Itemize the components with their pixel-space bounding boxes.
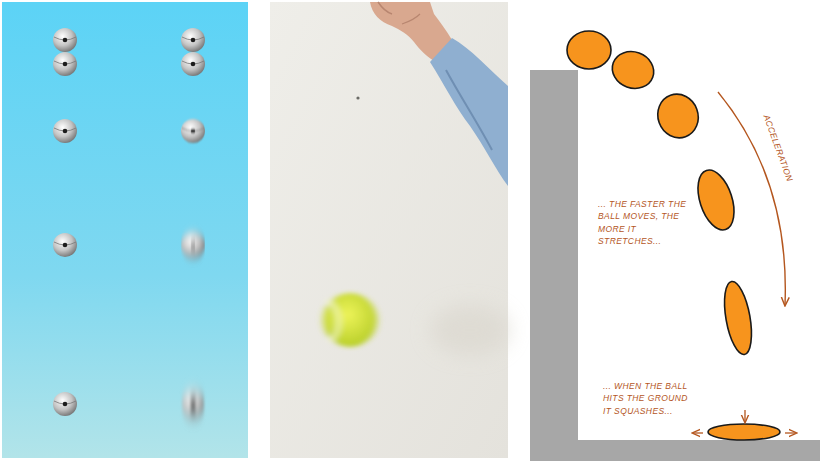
blurred-balls	[181, 28, 205, 418]
ball-shadow	[430, 305, 510, 355]
stretch-note: ... THE FASTER THE BALL MOVES, THE MORE …	[598, 198, 692, 247]
squash-note: ... WHEN THE BALL HITS THE GROUND IT SQU…	[603, 380, 695, 417]
ledge-and-ground	[530, 70, 820, 461]
photo-wall	[270, 2, 508, 458]
impact-arrow	[744, 410, 745, 422]
spread-arrow-left	[693, 432, 703, 433]
sharp-balls	[53, 28, 77, 416]
arrow-label: ACCELERATION	[760, 113, 796, 183]
wall-speck	[356, 96, 359, 99]
sleeve-fold	[446, 70, 492, 150]
ledge-edge	[579, 74, 581, 440]
sky-panel	[2, 2, 248, 458]
sleeve	[430, 38, 508, 186]
tennis-ball	[323, 293, 377, 347]
orange-balls	[567, 31, 780, 440]
spread-arrow-right	[785, 432, 796, 433]
